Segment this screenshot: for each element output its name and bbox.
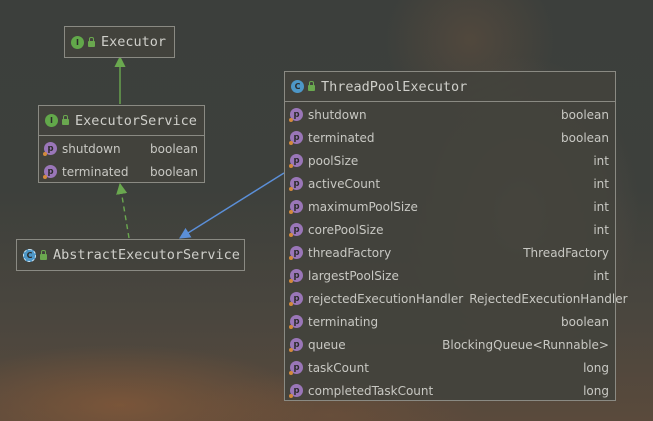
property-type: RejectedExecutionHandler <box>469 291 628 306</box>
property-type: int <box>593 176 609 191</box>
property-name: poolSize <box>308 153 359 168</box>
property-icon: p <box>289 131 303 145</box>
property-name: terminated <box>62 164 129 179</box>
property-icon: p <box>289 292 303 306</box>
property-row[interactable]: p rejectedExecutionHandler RejectedExecu… <box>285 287 628 310</box>
property-type: long <box>583 360 609 375</box>
class-icon: C <box>291 80 304 93</box>
threadpoolexecutor-properties: p shutdown boolean p terminated boolean … <box>285 102 628 402</box>
property-name: terminated <box>308 130 375 145</box>
property-icon: p <box>43 142 57 156</box>
lock-icon <box>62 115 69 125</box>
property-icon: p <box>289 200 303 214</box>
property-icon: p <box>43 165 57 179</box>
abstractexecutorservice-header: C AbstractExecutorService <box>17 240 244 270</box>
abstractexecutorservice-node[interactable]: C AbstractExecutorService <box>16 239 245 271</box>
property-name: shutdown <box>62 141 121 156</box>
property-type: boolean <box>150 164 198 179</box>
property-type: boolean <box>561 130 609 145</box>
property-row[interactable]: p completedTaskCount long <box>285 379 615 402</box>
property-icon: p <box>289 315 303 329</box>
property-type: int <box>593 153 609 168</box>
executorservice-header: I ExecutorService <box>39 106 204 136</box>
property-row[interactable]: p maximumPoolSize int <box>285 195 615 218</box>
property-type: boolean <box>561 314 609 329</box>
property-row[interactable]: p threadFactory ThreadFactory <box>285 241 615 264</box>
property-name: activeCount <box>308 176 381 191</box>
property-icon: p <box>289 223 303 237</box>
property-name: completedTaskCount <box>308 383 434 398</box>
property-type: long <box>583 383 609 398</box>
interface-icon: I <box>45 114 58 127</box>
property-name: terminating <box>308 314 379 329</box>
property-name: rejectedExecutionHandler <box>308 291 464 306</box>
lock-icon <box>40 249 47 260</box>
edge-threadpoolexecutor-to-abstractexecutorservice <box>179 172 285 239</box>
property-name: maximumPoolSize <box>308 199 418 214</box>
property-name: shutdown <box>308 107 367 122</box>
property-icon: p <box>289 361 303 375</box>
property-type: boolean <box>561 107 609 122</box>
property-icon: p <box>289 338 303 352</box>
property-type: int <box>593 222 609 237</box>
property-row[interactable]: p queue BlockingQueue<Runnable> <box>285 333 615 356</box>
edge-abstractexecutorservice-to-executorservice <box>116 182 130 239</box>
property-name: corePoolSize <box>308 222 384 237</box>
property-row[interactable]: p activeCount int <box>285 172 615 195</box>
executorservice-properties: p shutdown boolean p terminated boolean <box>39 136 204 183</box>
property-row[interactable]: p terminating boolean <box>285 310 615 333</box>
executorservice-name: ExecutorService <box>75 112 197 129</box>
threadpoolexecutor-node[interactable]: C ThreadPoolExecutor p shutdown boolean … <box>284 71 628 402</box>
property-name: queue <box>308 337 346 352</box>
executor-name: Executor <box>101 34 167 50</box>
property-icon: p <box>289 269 303 283</box>
property-type: boolean <box>150 141 198 156</box>
property-name: taskCount <box>308 360 369 375</box>
interface-icon: I <box>71 35 84 49</box>
property-row[interactable]: p poolSize int <box>285 149 615 172</box>
property-type: BlockingQueue<Runnable> <box>442 337 609 352</box>
property-icon: p <box>289 246 303 260</box>
property-type: int <box>593 199 609 214</box>
property-name: threadFactory <box>308 245 392 260</box>
executor-header: I Executor <box>65 27 174 57</box>
property-row[interactable]: p taskCount long <box>285 356 615 379</box>
property-row[interactable]: p shutdown boolean <box>285 103 615 126</box>
property-icon: p <box>289 108 303 122</box>
property-row[interactable]: p terminated boolean <box>39 160 204 183</box>
executorservice-node[interactable]: I ExecutorService p shutdown boolean p t… <box>38 105 205 183</box>
property-icon: p <box>289 154 303 168</box>
threadpoolexecutor-header: C ThreadPoolExecutor <box>285 72 615 102</box>
abstract-class-icon: C <box>23 248 36 262</box>
property-type: int <box>593 268 609 283</box>
property-row[interactable]: p corePoolSize int <box>285 218 615 241</box>
property-type: ThreadFactory <box>523 245 609 260</box>
property-name: largestPoolSize <box>308 268 399 283</box>
property-row[interactable]: p shutdown boolean <box>39 137 204 160</box>
abstractexecutorservice-name: AbstractExecutorService <box>53 247 240 263</box>
threadpoolexecutor-name: ThreadPoolExecutor <box>321 78 468 95</box>
property-icon: p <box>289 384 303 398</box>
property-row[interactable]: p largestPoolSize int <box>285 264 615 287</box>
executor-node[interactable]: I Executor <box>64 26 175 58</box>
property-icon: p <box>289 177 303 191</box>
lock-icon <box>88 36 95 47</box>
property-row[interactable]: p terminated boolean <box>285 126 615 149</box>
lock-icon <box>308 81 315 91</box>
